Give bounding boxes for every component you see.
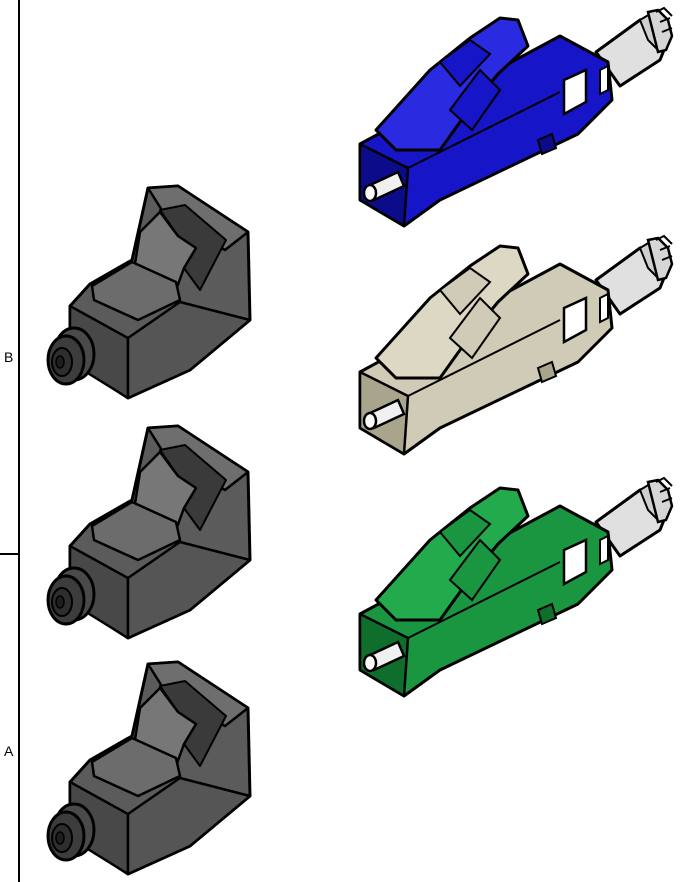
dust-cap-3 [46,660,252,876]
frame-border-left [18,0,20,882]
dust-cap-1 [46,184,252,400]
lc-connector-blue [358,6,674,228]
dust-cap-2 [46,424,252,640]
zone-label-b: B [4,349,14,365]
lc-connector-beige [358,234,674,456]
zone-label-a: A [4,743,14,759]
lc-connector-green [358,476,674,698]
frame-zone-tick [0,553,20,555]
